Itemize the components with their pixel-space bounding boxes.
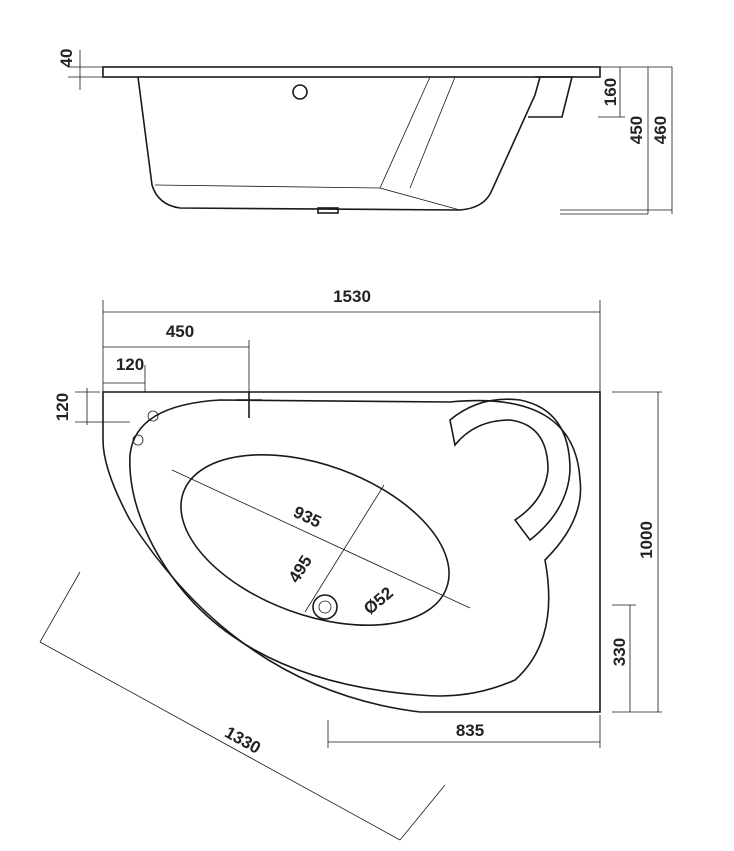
dim-inner-height: 450 bbox=[627, 116, 646, 144]
dim-tap-offset: 450 bbox=[166, 322, 194, 341]
overflow-hole bbox=[292, 84, 308, 100]
dim-inner-width: 495 bbox=[285, 552, 316, 586]
tub-outline bbox=[102, 391, 601, 713]
faucet-icon bbox=[132, 434, 144, 446]
dim-rim: 40 bbox=[57, 49, 76, 68]
inner-dimension-lines bbox=[171, 469, 471, 613]
tub-body-details bbox=[154, 76, 461, 211]
dim-width: 1530 bbox=[333, 287, 371, 306]
tub-body-side bbox=[137, 76, 541, 211]
side-dimension-lines bbox=[68, 50, 673, 215]
drain bbox=[312, 594, 338, 620]
dim-overflow-x: 120 bbox=[116, 355, 144, 374]
overflow-fitting bbox=[236, 392, 262, 418]
handle-icon bbox=[147, 410, 159, 422]
drain-inner bbox=[318, 600, 332, 614]
overflow-housing bbox=[528, 76, 574, 118]
tub-inner-rim bbox=[129, 399, 582, 697]
dim-drain-diameter: Ø52 bbox=[360, 583, 397, 618]
dim-depth: 1000 bbox=[637, 521, 656, 559]
dim-overflow-y: 120 bbox=[53, 393, 72, 421]
side-view: 40 160 450 460 bbox=[57, 49, 673, 215]
dim-depth-front: 160 bbox=[601, 78, 620, 106]
dim-diagonal: 1330 bbox=[222, 723, 264, 758]
dim-front-width: 835 bbox=[456, 721, 484, 740]
top-view: 1530 450 120 120 1000 330 835 1330 935 4… bbox=[39, 287, 662, 841]
tub-basin bbox=[180, 453, 450, 627]
tub-rim bbox=[102, 66, 601, 78]
armrest-loop bbox=[449, 398, 571, 542]
drain-outlet bbox=[317, 207, 339, 214]
dim-total-height: 460 bbox=[651, 116, 670, 144]
top-dimension-lines bbox=[39, 300, 662, 841]
dim-side-depth: 330 bbox=[610, 638, 629, 666]
